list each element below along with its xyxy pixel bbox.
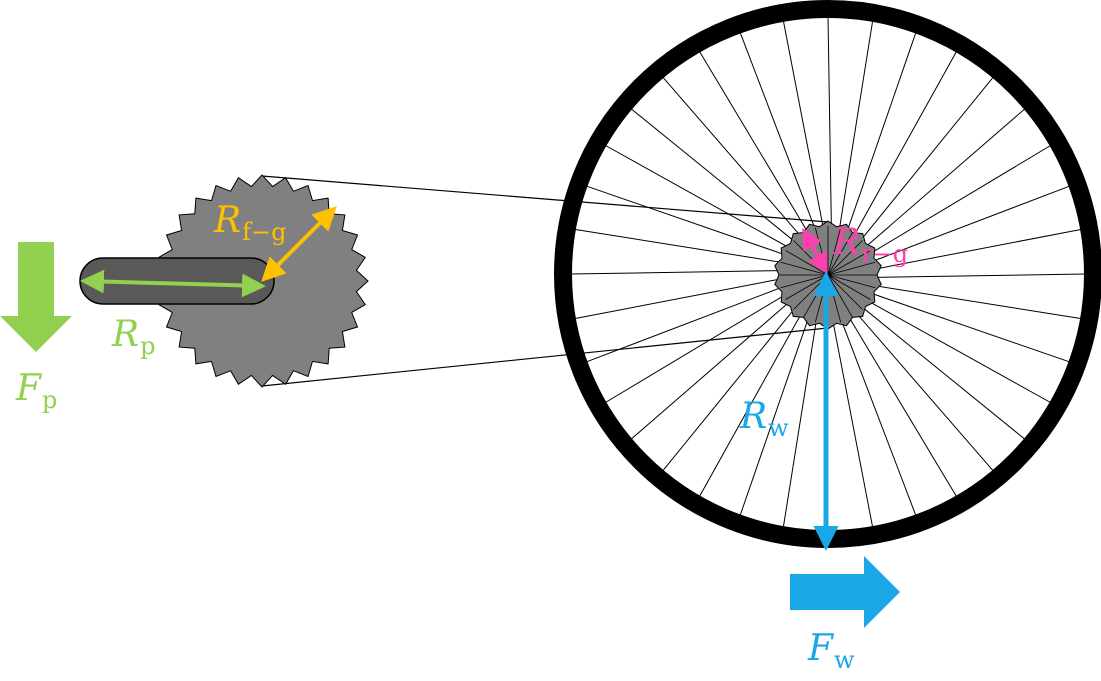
- wheel-force-arrow: [790, 556, 900, 628]
- front-gear-radius-label: Rf−g: [213, 200, 286, 246]
- spoke: [661, 301, 801, 472]
- pedal-force-arrow: [0, 242, 72, 352]
- spoke: [850, 50, 958, 242]
- spoke: [604, 144, 796, 252]
- spoke: [860, 107, 1026, 252]
- rear-gear-radius-label: Rr−g: [832, 222, 908, 268]
- spoke: [866, 185, 1071, 265]
- spoke: [630, 296, 796, 441]
- spoke: [855, 301, 1026, 441]
- spoke: [864, 290, 1071, 363]
- spoke: [837, 312, 917, 517]
- spoke: [698, 50, 812, 238]
- spoke: [855, 76, 995, 247]
- spoke: [585, 283, 790, 363]
- spoke: [867, 228, 1083, 271]
- spoke: [864, 144, 1052, 258]
- spoke: [630, 107, 801, 247]
- cassette-line: [827, 240, 863, 276]
- cassette-line: [827, 227, 842, 276]
- spoke: [866, 283, 1083, 320]
- spoke: [739, 31, 819, 236]
- spoke: [698, 306, 806, 498]
- spoke: [585, 185, 792, 258]
- chain-bottom-run: [261, 327, 829, 387]
- front-gear-radius-arrow: [261, 206, 337, 282]
- pedal-radius-label: Rp: [111, 314, 155, 360]
- spoke: [844, 31, 917, 238]
- spoke: [837, 19, 874, 236]
- spoke: [573, 277, 789, 320]
- chain: [261, 175, 829, 387]
- spoke: [867, 273, 1087, 278]
- spoke: [782, 312, 819, 529]
- pedal-force-label: Fp: [15, 368, 57, 414]
- wheel-spokes: [569, 15, 1087, 533]
- rear-gear-radius-arrow: [802, 227, 828, 275]
- chain-top-run: [261, 175, 829, 223]
- spoke: [782, 19, 825, 235]
- wheel-radius-label: Rw: [739, 396, 789, 442]
- pedal-radius-arrow: [80, 269, 266, 298]
- spoke: [573, 228, 790, 265]
- spoke: [604, 290, 792, 404]
- spoke: [850, 306, 995, 472]
- spoke: [739, 310, 812, 517]
- wheel-force-label: Fw: [807, 628, 855, 674]
- cassette-line: [827, 232, 853, 276]
- spoke: [844, 310, 958, 498]
- spoke: [860, 296, 1052, 404]
- spoke: [569, 270, 789, 275]
- cassette-line: [827, 250, 871, 276]
- spoke: [661, 76, 806, 242]
- spoke: [827, 15, 832, 235]
